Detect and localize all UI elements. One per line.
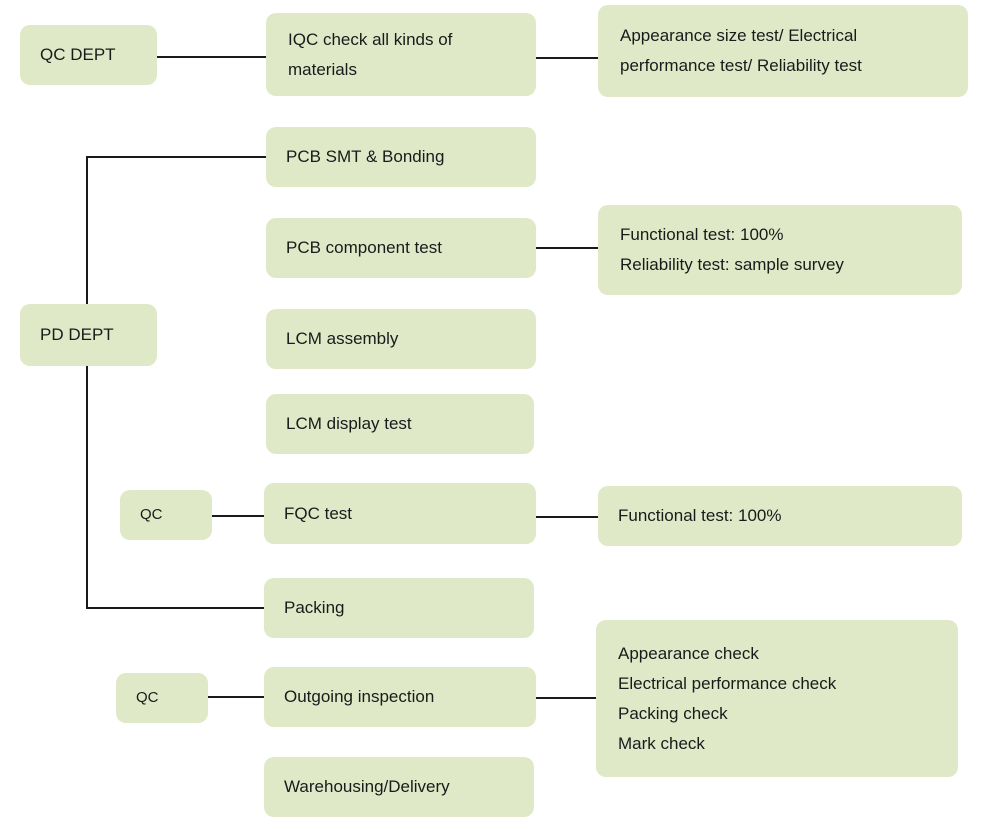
connector-qc-to-iqc [157, 56, 266, 58]
step-outgoing-node: Outgoing inspection [264, 667, 536, 727]
step-fqc-node: FQC test [264, 483, 536, 544]
pcb-component-test-line-1: Functional test: 100% [620, 225, 784, 244]
qc-dept-label: QC DEPT [40, 45, 116, 64]
connector-pd-spine-lower [86, 366, 88, 609]
step-lcm-display-node: LCM display test [266, 394, 534, 454]
outgoing-qc-label: QC [136, 689, 159, 706]
iqc-tests-line-2: performance test/ Reliability test [620, 56, 862, 75]
outgoing-check-line-4: Mark check [618, 733, 705, 753]
pcb-component-test-line-2: Reliability test: sample survey [620, 255, 844, 274]
iqc-node: IQC check all kinds of materials [266, 13, 536, 96]
step-pcb-smt-node: PCB SMT & Bonding [266, 127, 536, 187]
connector-fqc-to-tests [536, 516, 598, 518]
outgoing-qc-node: QC [116, 673, 208, 723]
pd-dept-label: PD DEPT [40, 325, 114, 344]
step-warehousing-node: Warehousing/Delivery [264, 757, 534, 817]
iqc-label-line-1: IQC check all kinds of [288, 29, 453, 49]
step-fqc-label: FQC test [284, 503, 353, 523]
outgoing-checks-node: Appearance check Electrical performance … [596, 620, 958, 777]
step-packing-node: Packing [264, 578, 534, 638]
fqc-qc-node: QC [120, 490, 212, 540]
iqc-tests-node: Appearance size test/ Electrical perform… [598, 5, 968, 97]
pd-dept-node: PD DEPT [20, 304, 157, 366]
step-pcb-component-label: PCB component test [286, 238, 442, 257]
fqc-tests-node: Functional test: 100% [598, 486, 962, 546]
step-pcb-smt-label: PCB SMT & Bonding [286, 147, 445, 166]
connector-pcb-component-to-tests [536, 247, 598, 249]
iqc-label-line-2: materials [288, 59, 357, 79]
connector-pd-to-pcb-smt [86, 156, 266, 158]
connector-pd-to-packing [86, 607, 264, 609]
step-lcm-assembly-node: LCM assembly [266, 309, 536, 369]
step-packing-label: Packing [284, 598, 345, 617]
pcb-component-tests-node: Functional test: 100% Reliability test: … [598, 205, 962, 295]
step-pcb-component-node: PCB component test [266, 218, 536, 278]
step-lcm-display-label: LCM display test [286, 414, 412, 433]
outgoing-check-line-1: Appearance check [618, 643, 759, 663]
step-outgoing-label: Outgoing inspection [284, 687, 435, 706]
step-lcm-assembly-label: LCM assembly [286, 329, 399, 348]
connector-outgoing-to-checks [536, 697, 596, 699]
connector-qc-to-outgoing [208, 696, 264, 698]
connector-pd-spine-upper [86, 156, 88, 304]
step-warehousing-label: Warehousing/Delivery [284, 777, 450, 796]
qc-dept-node: QC DEPT [20, 25, 157, 85]
fqc-qc-label: QC [140, 506, 163, 523]
iqc-tests-line-1: Appearance size test/ Electrical [620, 26, 858, 45]
outgoing-check-line-2: Electrical performance check [618, 673, 837, 693]
outgoing-check-line-3: Packing check [618, 703, 728, 723]
connector-qc-to-fqc [212, 515, 264, 517]
fqc-test-line-1: Functional test: 100% [618, 506, 782, 525]
connector-iqc-to-tests [536, 57, 600, 59]
